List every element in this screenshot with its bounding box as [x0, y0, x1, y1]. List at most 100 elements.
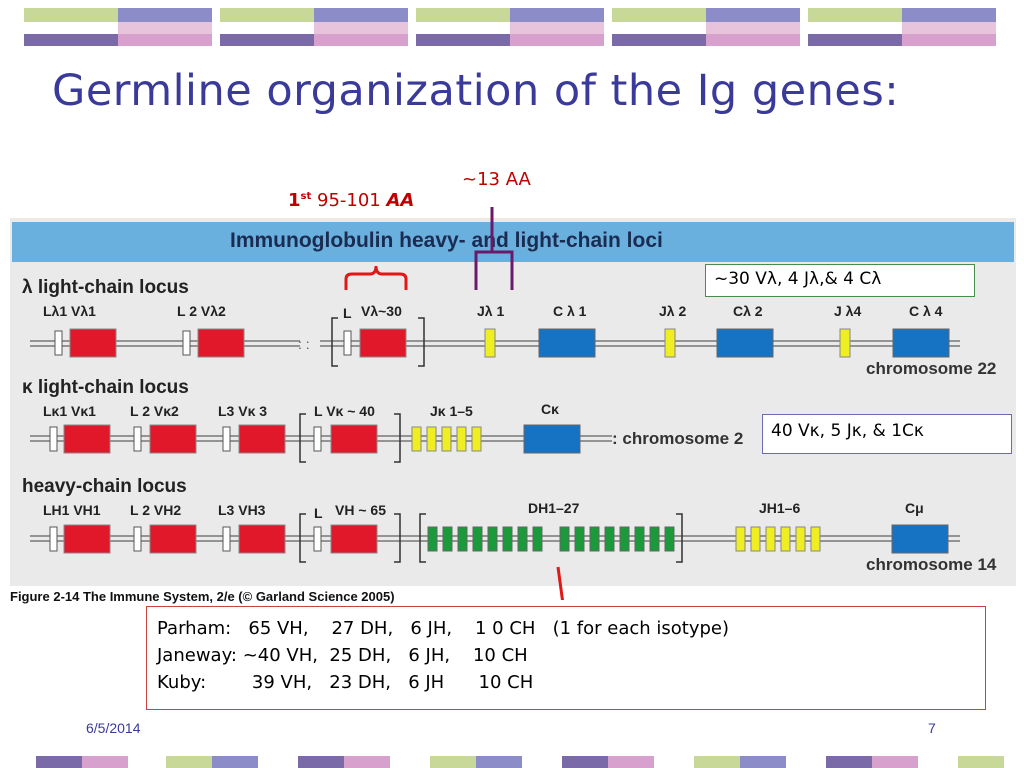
loci-diagram: : :: [30, 207, 960, 600]
kuby-counts: Kuby: 39 VH, 23 DH, 6 JH 10 CH: [157, 672, 534, 693]
d-segment: [427, 526, 438, 552]
d-segment: [559, 526, 570, 552]
d-segment: [457, 526, 468, 552]
j-segment: [441, 426, 452, 452]
leader-segment: [133, 426, 142, 452]
d-segment: [649, 526, 660, 552]
slide-number: 7: [928, 720, 936, 736]
heavy-gene-label: LH1 VH1: [43, 502, 101, 518]
j-segment: [411, 426, 422, 452]
c-segment: [538, 328, 596, 358]
top-band-block: [220, 8, 408, 46]
v-segment: [197, 328, 245, 358]
slide-title: Germline organization of the Ig genes:: [52, 66, 900, 116]
first-number: 1: [288, 190, 301, 211]
v-exon-brace: [344, 265, 408, 290]
top-band-block: [24, 8, 212, 46]
top-band-block: [612, 8, 800, 46]
v-segment: [149, 524, 197, 554]
first-superscript: st: [300, 191, 312, 202]
leader-segment: [222, 526, 231, 552]
j-segment: [426, 426, 437, 452]
j-bracket: [474, 250, 514, 290]
range-text: 95-101: [317, 190, 381, 211]
v-segment: [69, 328, 117, 358]
j-segment: [456, 426, 467, 452]
d-segment: [589, 526, 600, 552]
j-segment: [810, 526, 821, 552]
top-decorative-band: [24, 8, 996, 46]
j-segment: [471, 426, 482, 452]
top-band-block: [416, 8, 604, 46]
j-segment: [765, 526, 776, 552]
lambda-gene-label: Jλ 2: [659, 303, 687, 319]
d-segment: [664, 526, 675, 552]
d-segment: [517, 526, 528, 552]
lambda-chromosome: chromosome 22: [866, 359, 997, 378]
aa-label: AA: [386, 190, 415, 211]
c-segment: [716, 328, 774, 358]
j-segment: [664, 328, 676, 358]
heavy-gene-label: DH1–27: [528, 500, 580, 516]
leader-segment: [313, 426, 322, 452]
lambda-gene-label: L: [343, 305, 352, 321]
d-segment: [472, 526, 483, 552]
kappa-chromosome: : chromosome 2: [612, 429, 744, 448]
v-segment: [330, 424, 378, 454]
lambda-gene-label: C λ 1: [553, 303, 587, 319]
bracket-left: [331, 317, 338, 367]
bracket-left: [299, 513, 306, 563]
leader-segment: [343, 330, 352, 356]
heavy-chromosome: chromosome 14: [866, 555, 997, 574]
kappa-gene-label: Jκ 1–5: [430, 403, 473, 419]
lambda-gene-label: Vλ~30: [361, 303, 402, 319]
break-mark: : :: [298, 336, 310, 352]
bracket-left: [419, 513, 426, 563]
heavy-gene-label: L 2 VH2: [130, 502, 182, 518]
d-segment: [574, 526, 585, 552]
v-segment: [238, 424, 286, 454]
bracket-right: [676, 513, 683, 563]
segment-count-box: Parham: 65 VH, 27 DH, 6 JH, 1 0 CH (1 fo…: [146, 606, 986, 710]
lambda-locus-title: λ light-chain locus: [22, 277, 189, 298]
heavy-gene-label: Cμ: [905, 500, 924, 516]
j-segment: [750, 526, 761, 552]
leader-segment: [54, 330, 63, 356]
top-band-block: [808, 8, 996, 46]
j-segment: [795, 526, 806, 552]
kappa-gene-label: L3 Vκ 3: [218, 403, 268, 419]
d-segment: [487, 526, 498, 552]
figure-caption: Figure 2-14 The Immune System, 2/e (© Ga…: [10, 589, 395, 604]
j-segment: [839, 328, 851, 358]
kappa-locus-title: κ light-chain locus: [22, 377, 189, 398]
figure-header: Immunoglobulin heavy- and light-chain lo…: [230, 229, 663, 252]
v-segment: [359, 328, 407, 358]
heavy-gene-label: JH1–6: [759, 500, 801, 516]
bracket-left: [299, 413, 306, 463]
d-segment: [619, 526, 630, 552]
kappa-count-callout: 40 Vκ, 5 Jκ, & 1Cκ: [762, 414, 1012, 454]
parham-counts: Parham: 65 VH, 27 DH, 6 JH, 1 0 CH (1 fo…: [157, 618, 730, 639]
bracket-right: [418, 317, 425, 367]
leader-segment: [313, 526, 322, 552]
heavy-locus-title: heavy-chain locus: [22, 476, 187, 497]
c-segment: [891, 524, 949, 554]
kappa-gene-label: L Vκ ~ 40: [314, 403, 375, 419]
c-segment: [892, 328, 950, 358]
slide-date: 6/5/2014: [86, 720, 141, 736]
lambda-gene-label: L 2 Vλ2: [177, 303, 226, 319]
leader-segment: [49, 426, 58, 452]
v-segment: [330, 524, 378, 554]
leader-segment: [49, 526, 58, 552]
bracket-right: [394, 513, 401, 563]
bottom-decorative-band: [36, 756, 1004, 768]
d-segment: [604, 526, 615, 552]
janeway-counts: Janeway: ~40 VH, 25 DH, 6 JH, 10 CH: [157, 645, 528, 666]
lambda-gene-label: C λ 4: [909, 303, 943, 319]
bracket-right: [394, 413, 401, 463]
d-segment: [532, 526, 543, 552]
d-pointer-line: [556, 566, 564, 600]
j-segment: [735, 526, 746, 552]
lambda-gene-label: Lλ1 Vλ1: [43, 303, 96, 319]
v-segment: [149, 424, 197, 454]
